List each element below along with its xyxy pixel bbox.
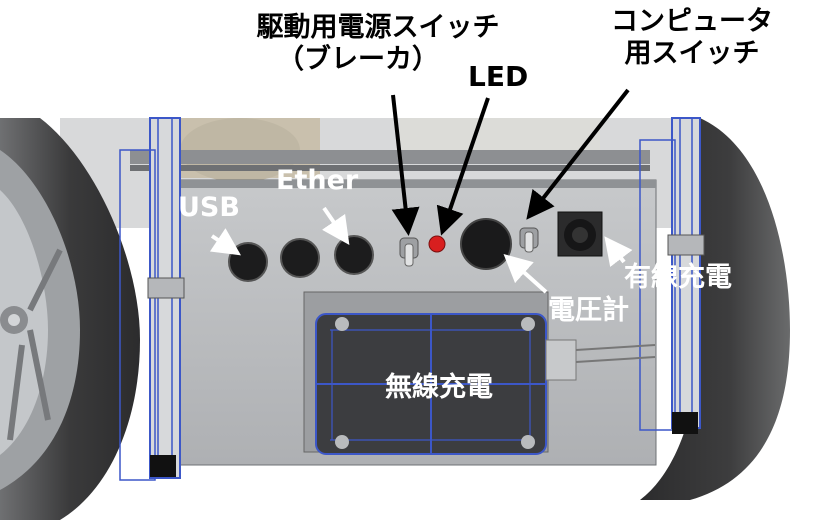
- label-voltmeter: 電圧計: [548, 295, 629, 326]
- ether-port: [334, 235, 374, 275]
- arrow-computer-switch: [526, 88, 630, 220]
- drive-breaker-toggle: [399, 237, 419, 267]
- computer-switch-toggle: [519, 227, 539, 253]
- label-drive-breaker-line1: 駆動用電源スイッチ: [256, 12, 500, 43]
- usb-port: [228, 242, 268, 282]
- arrow-voltmeter: [503, 253, 548, 294]
- wireless-charger-box: [303, 291, 656, 455]
- led-indicator: [428, 235, 446, 253]
- port-middle: [280, 238, 320, 278]
- label-wired-charge: 有線充電: [624, 262, 732, 293]
- arrow-drive-breaker: [391, 94, 420, 236]
- label-drive-breaker: 駆動用電源スイッチ （ブレーカ）: [233, 12, 523, 77]
- arrow-usb: [209, 228, 241, 256]
- wired-charge-connector: [557, 211, 603, 257]
- arrow-wired-charge: [604, 236, 633, 267]
- label-computer-switch: コンピュータ 用スイッチ: [592, 6, 792, 71]
- label-usb: USB: [178, 192, 240, 223]
- arrow-led: [436, 97, 490, 236]
- label-computer-switch-line2: 用スイッチ: [624, 38, 760, 70]
- left-wheel: [0, 118, 140, 520]
- connector-group: [228, 211, 603, 282]
- leader-arrows: [209, 88, 633, 294]
- label-wireless-charge: 無線充電: [385, 372, 493, 403]
- label-drive-breaker-line2: （ブレーカ）: [277, 44, 439, 76]
- arrow-ether: [321, 206, 350, 245]
- aluminum-frame: [119, 117, 705, 481]
- label-computer-switch-line1: コンピュータ: [611, 6, 773, 37]
- label-led: LED: [468, 60, 529, 93]
- label-ether: Ether: [276, 165, 359, 196]
- voltmeter-dial: [460, 218, 512, 270]
- right-wheel: [640, 118, 790, 500]
